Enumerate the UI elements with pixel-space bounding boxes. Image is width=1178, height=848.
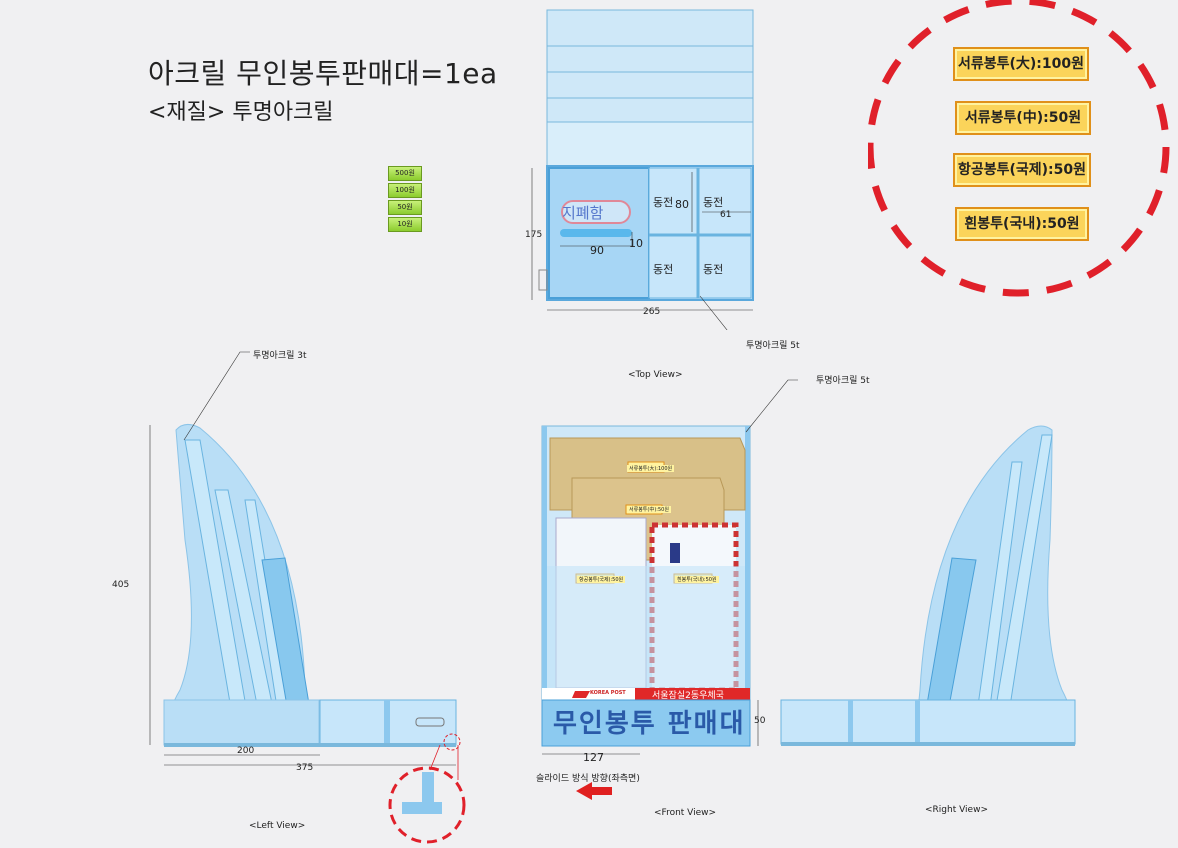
coin-compartment-label: 동전: [653, 196, 674, 209]
price-label-white-envelope: 흰봉투(국내):50원: [955, 207, 1089, 241]
slot-height-dimension: 10: [629, 237, 643, 250]
price-label-airmail: 항공봉투(국제):50원: [953, 153, 1091, 187]
coin-100-label: 100원: [388, 183, 422, 198]
material-subtitle: <재질> 투명아크릴: [148, 100, 334, 125]
bill-box-label: 지폐함: [562, 204, 604, 222]
korea-post-brand: KOREA POST: [590, 690, 626, 696]
slide-direction-note: 슬라이드 방식 방향(좌측면): [536, 774, 640, 784]
top-view-drawing: [531, 9, 754, 330]
depth-dimension: 175: [525, 230, 543, 240]
front-view-caption: <Front View>: [654, 808, 717, 818]
page-title: 아크릴 무인봉투판매대=1ea: [148, 57, 498, 90]
front-material-note: 투명아크릴 5t: [816, 376, 870, 386]
drawer-width-dimension: 127: [583, 751, 604, 764]
envelope-tag-airmail: 항공봉투(국제):50원: [577, 576, 626, 583]
base-dimension: 200: [237, 746, 255, 756]
post-office-banner: 서울잠실2동우체국: [652, 691, 724, 701]
left-view-caption: <Left View>: [249, 821, 306, 831]
price-callout-circle: [868, 0, 1170, 297]
coin-compartment-label: 동전: [653, 263, 674, 276]
coin-10-label: 10원: [388, 217, 422, 232]
left-material-note: 투명아크릴 3t: [253, 351, 307, 361]
price-label-document-medium: 서류봉투(中):50원: [955, 101, 1091, 135]
slot-width-dimension: 90: [590, 244, 604, 257]
compartment-width-dimension: 61: [720, 210, 732, 220]
right-view-drawing: [780, 425, 1076, 746]
envelope-tag-large: 서류봉투(大):100원: [627, 465, 675, 472]
coin-50-label: 50원: [388, 200, 422, 215]
top-view-caption: <Top View>: [628, 370, 683, 380]
height-dimension: 405: [112, 580, 130, 590]
compartment-height-dimension: 80: [675, 198, 689, 211]
envelope-tag-medium: 서류봉투(中):50원: [627, 506, 671, 513]
envelope-tag-white: 흰봉투(국내):50원: [675, 576, 719, 583]
coin-compartment-label: 동전: [703, 196, 724, 209]
vending-sign: 무인봉투 판매대: [553, 709, 746, 739]
right-view-caption: <Right View>: [925, 805, 988, 815]
coin-compartment-label: 동전: [703, 263, 724, 276]
coin-500-label: 500원: [388, 166, 422, 181]
top-material-note: 투명아크릴 5t: [746, 341, 800, 351]
total-width-dimension: 265: [643, 307, 661, 317]
drawer-height-dimension: 50: [754, 716, 766, 726]
front-view-drawing: [541, 379, 798, 800]
left-view-drawing: [149, 351, 466, 844]
total-depth-dimension: 375: [296, 763, 314, 773]
price-label-document-large: 서류봉투(大):100원: [953, 47, 1089, 81]
